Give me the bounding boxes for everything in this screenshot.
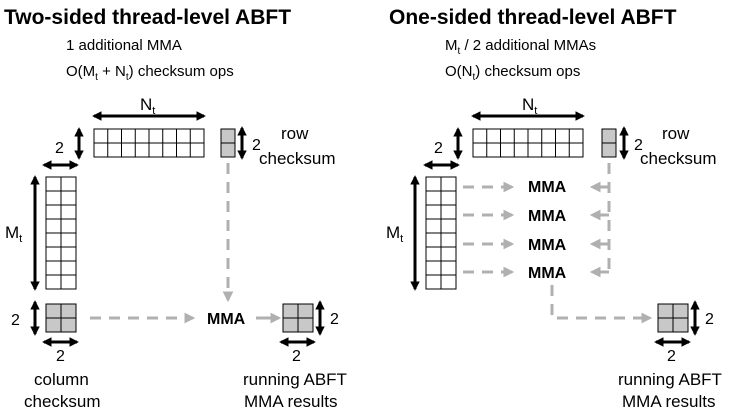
one-sided-checksum-ops: O(Nt) checksum ops [445, 63, 580, 83]
column-checksum-label-1: column [34, 370, 89, 389]
right-result-width-label: 2 [667, 348, 676, 365]
b-row-matrix [93, 128, 205, 158]
a-width-label: 2 [55, 140, 64, 157]
right-mt-label: Mt [386, 223, 403, 245]
right-b-row-matrix [472, 128, 584, 158]
right-result-block [657, 303, 689, 333]
column-checksum-width-label: 2 [56, 348, 65, 365]
column-checksum-label-2: checksum [24, 392, 101, 411]
row-checksum-label-2: checksum [259, 149, 336, 168]
two-sided-title: Two-sided thread-level ABFT [4, 6, 291, 29]
right-result-label-2: MMA results [622, 392, 716, 411]
one-sided-mma-1: MMA [528, 179, 567, 196]
one-sided-title: One-sided thread-level ABFT [389, 6, 677, 29]
a-column-matrix [45, 176, 77, 290]
right-nt-label: Nt [522, 95, 537, 117]
left-result-height-label: 2 [330, 311, 339, 328]
right-row-checksum-label-1: row [662, 124, 690, 143]
right-a-width-label: 2 [434, 140, 443, 157]
two-sided-panel: Two-sided thread-level ABFT 1 additional… [4, 6, 347, 411]
left-result-block [282, 303, 314, 333]
one-sided-mma-2: MMA [528, 208, 567, 225]
nt-label: Nt [140, 95, 155, 117]
mt-label: Mt [5, 223, 22, 245]
one-sided-mma-count: Mt / 2 additional MMAs [445, 37, 596, 57]
row-checksum-size-label: 2 [252, 137, 261, 154]
one-sided-panel: One-sided thread-level ABFT Mt / 2 addit… [386, 6, 722, 411]
column-checksum-height-label: 2 [11, 312, 20, 329]
right-row-checksum-size-label: 2 [634, 137, 643, 154]
right-result-height-label: 2 [705, 311, 714, 328]
right-result-label-1: running ABFT [618, 370, 722, 389]
row-checksum-block [220, 128, 236, 158]
left-result-width-label: 2 [292, 348, 301, 365]
column-checksum-block [45, 303, 77, 333]
two-sided-mma: MMA [207, 311, 246, 328]
right-row-checksum-label-2: checksum [640, 149, 717, 168]
one-sided-mma-3: MMA [528, 237, 567, 254]
two-sided-checksum-ops: O(Mt + Nt) checksum ops [66, 63, 234, 83]
one-sided-mma-4: MMA [528, 265, 567, 282]
right-row-checksum-block [601, 128, 617, 158]
left-result-label-2: MMA results [244, 392, 338, 411]
two-sided-mma-count: 1 additional MMA [66, 37, 182, 54]
mma-to-result-path [550, 285, 653, 324]
left-result-label-1: running ABFT [243, 370, 347, 389]
right-a-column-matrix [425, 176, 457, 290]
row-checksum-label-1: row [281, 124, 309, 143]
